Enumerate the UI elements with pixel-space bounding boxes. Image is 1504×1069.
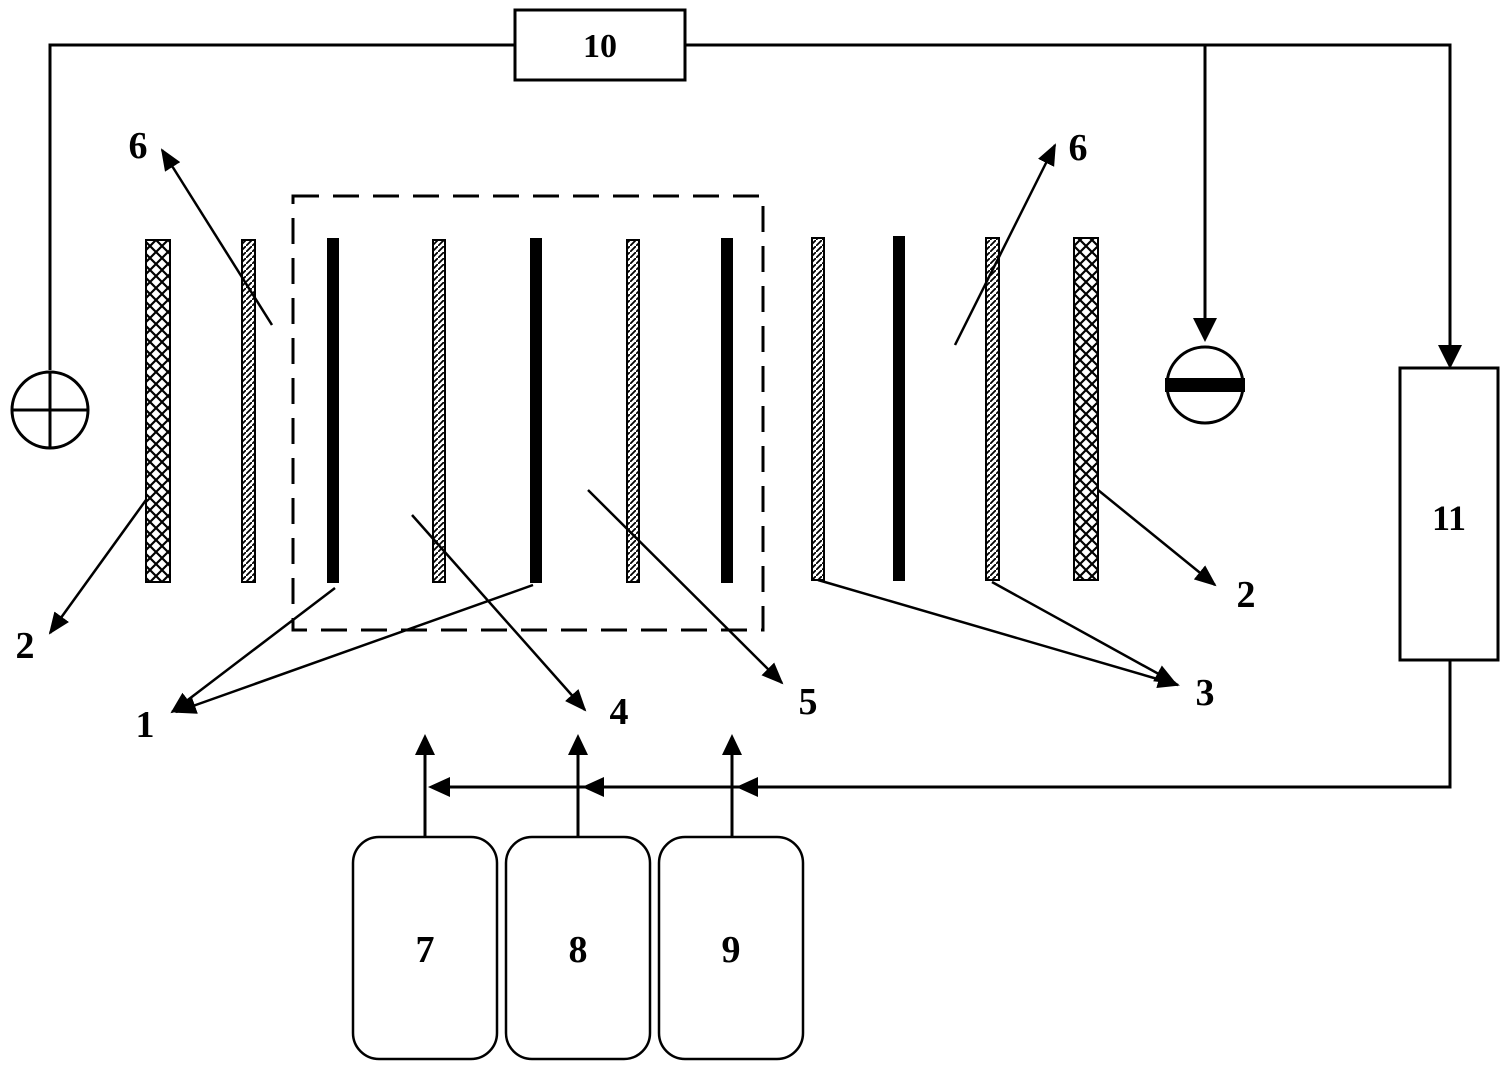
plus-circle-icon bbox=[10, 370, 90, 450]
label-6-left: 6 bbox=[129, 125, 148, 167]
label-5: 5 bbox=[799, 681, 818, 723]
tank-8 bbox=[504, 835, 652, 1061]
membrane-hatched bbox=[626, 239, 640, 583]
label-2-left: 2 bbox=[16, 625, 35, 667]
membrane-hatched bbox=[811, 237, 825, 581]
membrane-solid bbox=[327, 238, 339, 583]
label-1: 1 bbox=[136, 704, 155, 746]
membrane-solid bbox=[530, 238, 542, 583]
label-4: 4 bbox=[610, 691, 629, 733]
membrane-hatched bbox=[432, 239, 446, 583]
label-11: 11 bbox=[1432, 498, 1466, 538]
repeating-unit-boundary bbox=[291, 194, 765, 632]
arrow-up-8 bbox=[568, 734, 588, 755]
left-electrode-plate bbox=[145, 239, 171, 583]
arrow-left-3 bbox=[736, 777, 758, 797]
arrow-left-1 bbox=[428, 777, 450, 797]
label-10: 10 bbox=[583, 28, 617, 65]
label-7: 7 bbox=[416, 929, 435, 971]
membrane-solid bbox=[721, 238, 733, 583]
label-3: 3 bbox=[1196, 672, 1215, 714]
label-6-right: 6 bbox=[1069, 127, 1088, 169]
tank-9 bbox=[657, 835, 805, 1061]
membrane-hatched bbox=[985, 237, 1000, 581]
box-11 bbox=[1398, 366, 1500, 662]
leader-lines bbox=[48, 143, 1217, 714]
right-electrode-plate bbox=[1073, 237, 1099, 581]
minus-circle-icon bbox=[1165, 345, 1245, 425]
wire-arrowheads bbox=[415, 318, 1462, 797]
tank-7 bbox=[351, 835, 499, 1061]
arrow-to-box-11 bbox=[1438, 345, 1462, 369]
label-2-right: 2 bbox=[1237, 574, 1256, 616]
membrane-solid bbox=[893, 236, 905, 581]
circuit-wires bbox=[48, 43, 1452, 837]
label-9: 9 bbox=[722, 929, 741, 971]
membrane-hatched bbox=[241, 239, 256, 583]
arrow-to-cathode bbox=[1193, 318, 1217, 342]
arrow-up-9 bbox=[722, 734, 742, 755]
label-8: 8 bbox=[569, 929, 588, 971]
power-supply-box bbox=[513, 8, 687, 82]
arrow-left-2 bbox=[582, 777, 604, 797]
arrow-up-7 bbox=[415, 734, 435, 755]
